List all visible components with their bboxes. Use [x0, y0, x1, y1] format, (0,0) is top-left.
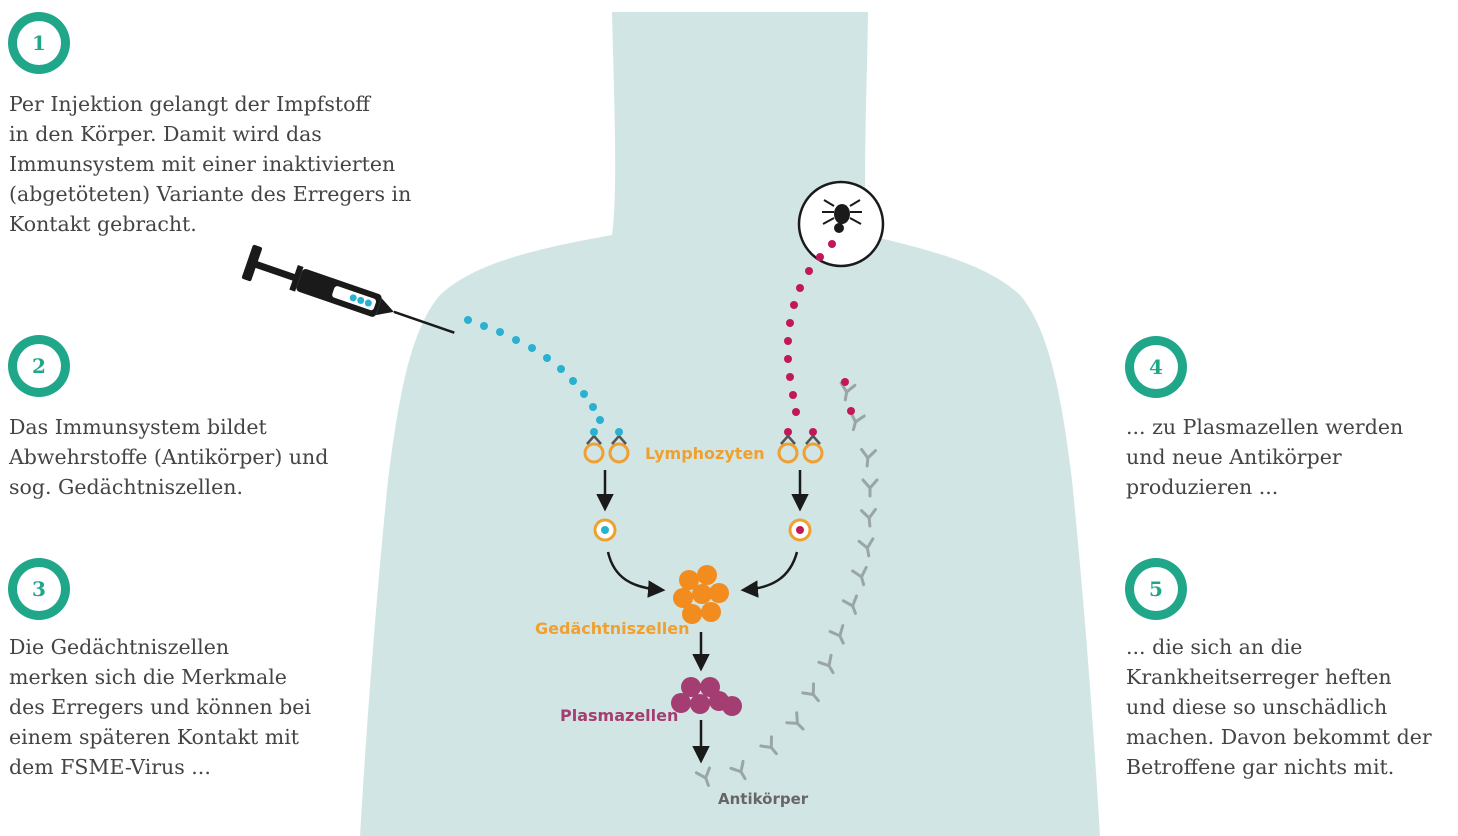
- plasma-cells-label: Plasmazellen: [560, 706, 678, 725]
- step-4-badge: 4: [1125, 336, 1187, 398]
- step-2-badge: 2: [8, 335, 70, 397]
- step-1-text: Per Injektion gelangt der Impfstoff in d…: [9, 89, 429, 239]
- step-1-number: 1: [17, 21, 61, 65]
- step-5-number: 5: [1134, 567, 1178, 611]
- step-1-badge: 1: [8, 12, 70, 74]
- activated-lymphocyte-left: [595, 520, 615, 540]
- antibodies-label: Antikörper: [718, 790, 809, 808]
- step-4-number: 4: [1134, 345, 1178, 389]
- tick-icon: [799, 182, 883, 266]
- step-3-number: 3: [17, 567, 61, 611]
- lymphocytes-label: Lymphozyten: [645, 444, 765, 463]
- memory-cells-label: Gedächtniszellen: [535, 619, 690, 638]
- step-3-text: Die Gedächtniszellen merken sich die Mer…: [9, 632, 339, 782]
- step-2-number: 2: [17, 344, 61, 388]
- step-4-text: ... zu Plasmazellen werden und neue Anti…: [1126, 412, 1446, 502]
- step-2-text: Das Immunsystem bildet Abwehrstoffe (Ant…: [9, 412, 369, 502]
- step-5-text: ... die sich an die Krankheitserreger he…: [1126, 632, 1451, 782]
- step-5-badge: 5: [1125, 558, 1187, 620]
- activated-lymphocyte-right: [790, 520, 810, 540]
- step-3-badge: 3: [8, 558, 70, 620]
